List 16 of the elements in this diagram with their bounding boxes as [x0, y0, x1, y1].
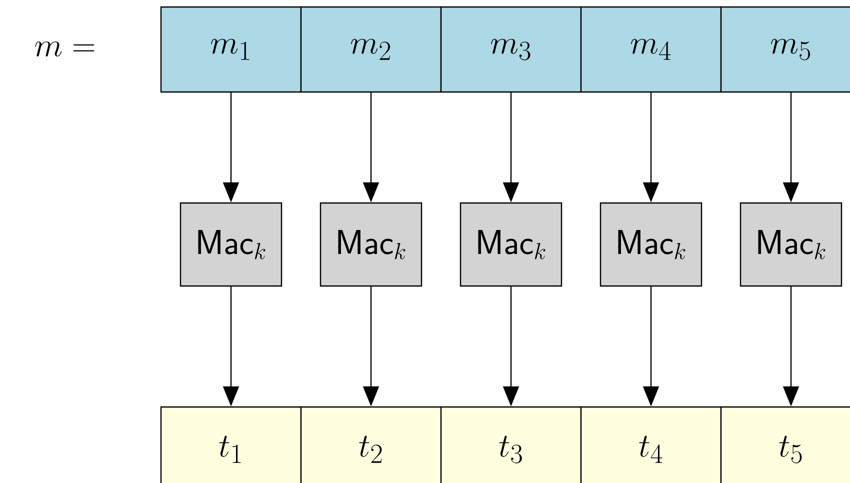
message-cell: $m_4$: [580, 6, 722, 93]
tag-cell: $t_2$: [300, 406, 442, 483]
message-cell: $m_1$: [160, 6, 302, 93]
mac-box: $\mathsf{Mac}_k$: [180, 202, 282, 287]
message-cell: $m_5$: [720, 6, 850, 93]
tag-cell: $t_3$: [440, 406, 582, 483]
tag-cell: $t_1$: [160, 406, 302, 483]
mac-box: $\mathsf{Mac}_k$: [320, 202, 422, 287]
tag-cell: $t_5$: [720, 406, 850, 483]
mac-box: $\mathsf{Mac}_k$: [460, 202, 562, 287]
message-cell: $m_2$: [300, 6, 442, 93]
tag-cell: $t_4$: [580, 406, 722, 483]
mac-box: $\mathsf{Mac}_k$: [600, 202, 702, 287]
mac-box: $\mathsf{Mac}_k$: [740, 202, 842, 287]
equation-label: $m =$: [35, 42, 94, 56]
message-cell: $m_3$: [440, 6, 582, 93]
